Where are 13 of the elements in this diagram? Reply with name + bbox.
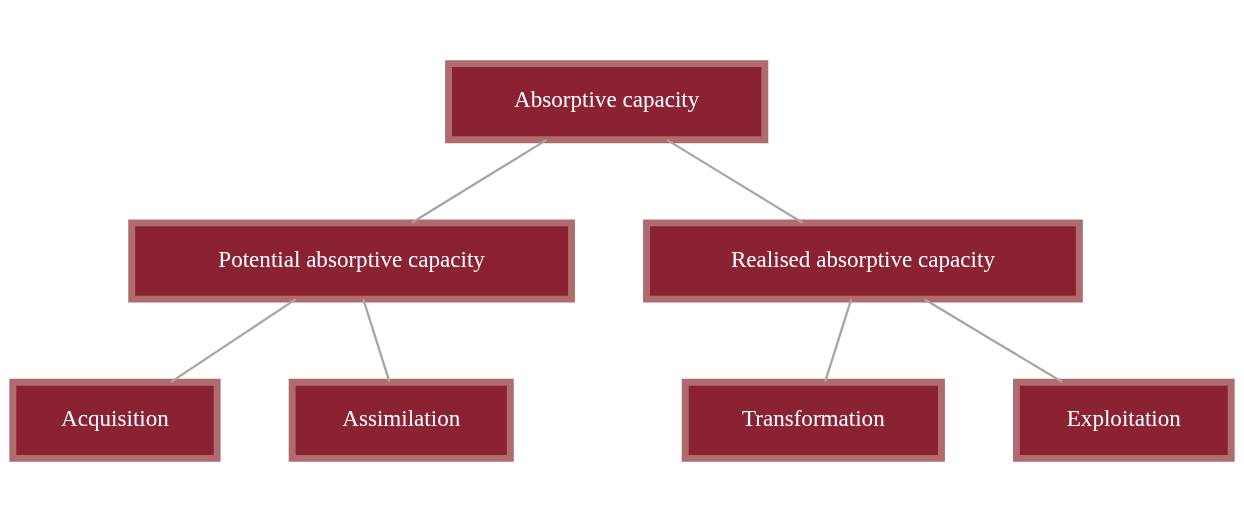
connector xyxy=(411,138,548,224)
node-box: Realised absorptive capacity xyxy=(643,219,1083,303)
node-box: Transformation xyxy=(681,378,945,462)
connector xyxy=(824,299,853,382)
node-box: Potential absorptive capacity xyxy=(128,219,575,303)
node-box: Assimilation xyxy=(288,378,514,462)
connector xyxy=(666,138,804,224)
node-box: Acquisition xyxy=(9,378,221,462)
connector xyxy=(170,298,297,384)
connector xyxy=(362,299,391,382)
node-box: Absorptive capacity xyxy=(445,60,769,144)
connector xyxy=(923,298,1063,384)
node-box: Exploitation xyxy=(1013,378,1235,462)
